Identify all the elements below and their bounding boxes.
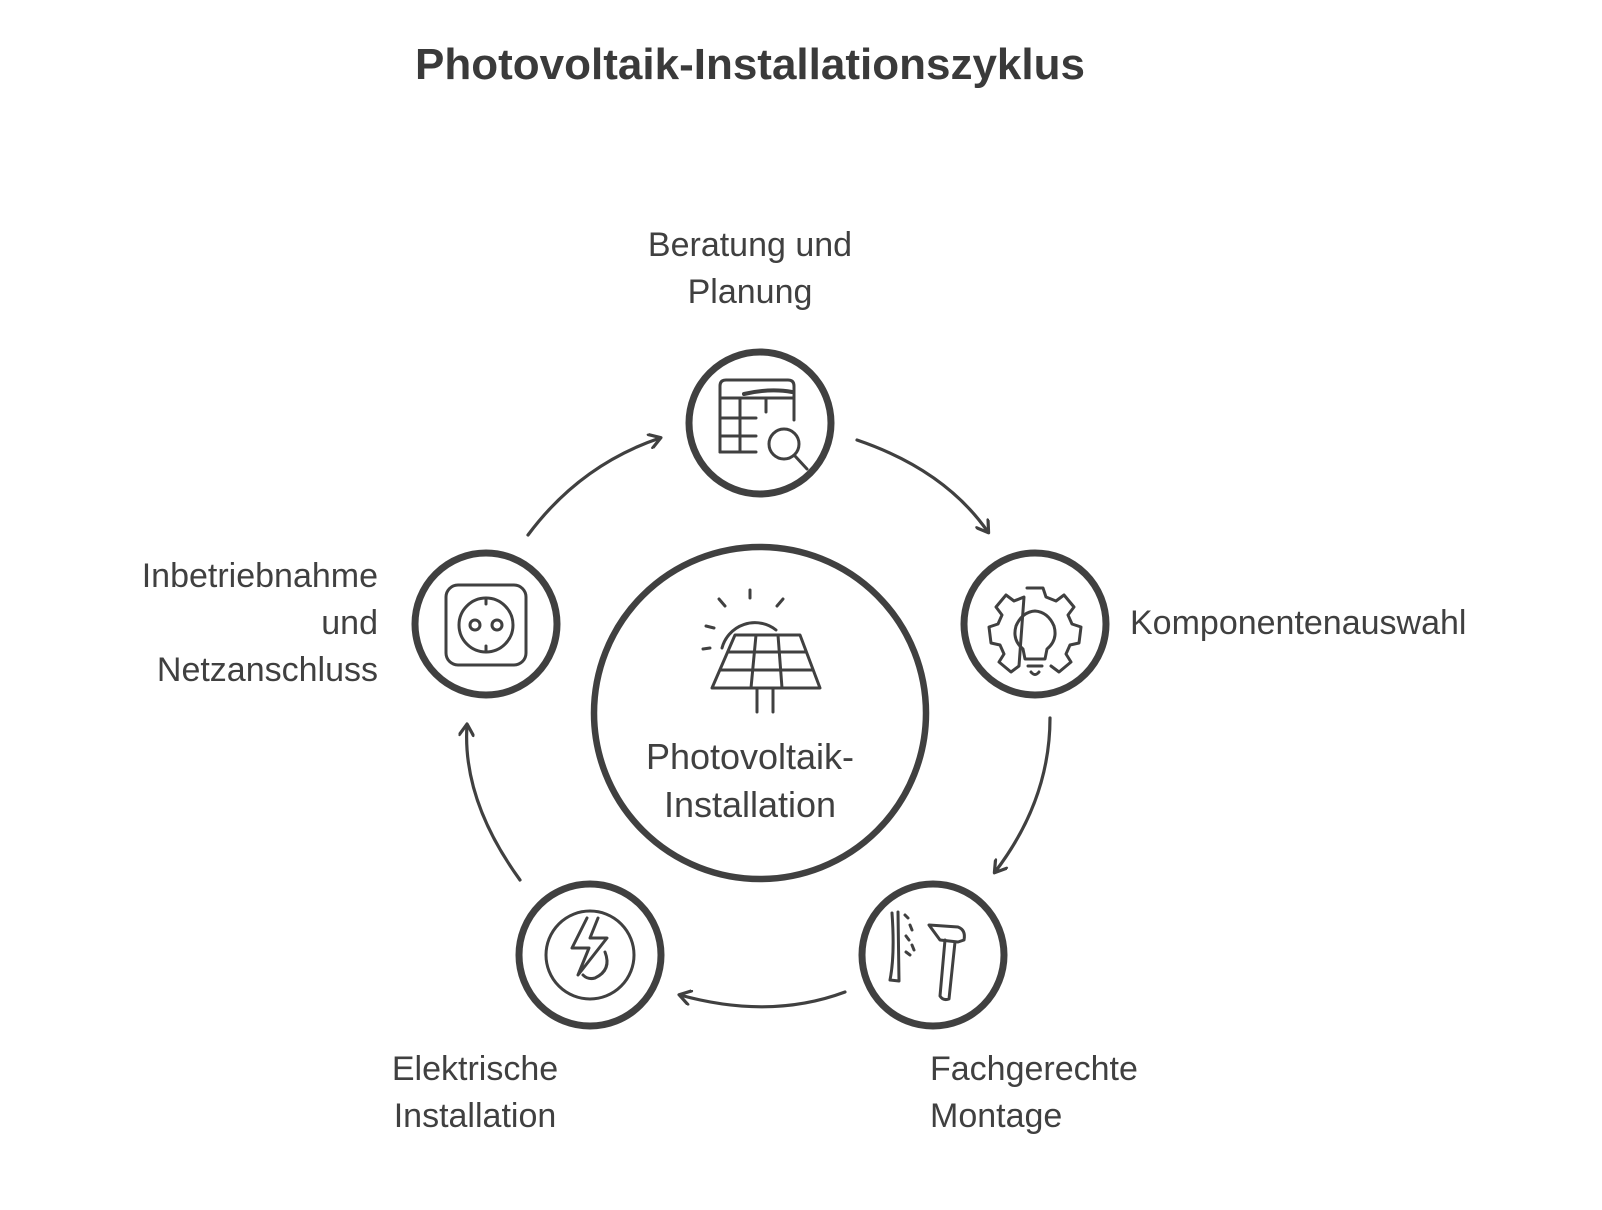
step-node-3 <box>858 880 1008 1030</box>
step-node-4 <box>515 880 665 1030</box>
step-label-3: Fachgerechte Montage <box>930 1046 1138 1140</box>
step-label-line: Planung <box>687 273 813 311</box>
step-label-4: Elektrische Installation <box>350 1046 600 1140</box>
step-node-5 <box>411 549 561 699</box>
lightning-cycle-icon <box>544 909 636 1001</box>
solar-panel-icon <box>701 588 822 714</box>
step-label-line: und <box>321 604 378 642</box>
arrow-2-to-3 <box>995 716 1052 872</box>
step-label-line: Inbetriebnahme <box>141 557 378 595</box>
arrow-1-to-2 <box>855 438 988 532</box>
step-label-line: Elektrische <box>391 1050 559 1088</box>
step-node-1 <box>685 348 835 498</box>
arrow-4-to-5 <box>467 725 522 882</box>
step-label-line: Beratung und <box>647 226 853 264</box>
diagram-title: Photovoltaik-Installationszyklus <box>415 40 1085 89</box>
step-label-line: Installation <box>393 1097 557 1135</box>
step-label-line: Fachgerechte <box>930 1050 1138 1088</box>
step-label-line: Netzanschluss <box>156 651 378 689</box>
hammer-wall-icon <box>888 910 966 1002</box>
step-label-5: Inbetriebnahme und Netzanschluss <box>60 553 378 694</box>
center-label: Photovoltaik- Installation <box>600 733 900 829</box>
center-node <box>590 543 930 883</box>
arrow-5-to-1 <box>526 438 660 537</box>
step-node-2 <box>960 549 1110 699</box>
center-label-line: Installation <box>663 784 837 825</box>
step-label-2: Komponentenauswahl <box>1130 600 1466 647</box>
cycle-arrows <box>467 438 1052 1009</box>
power-socket-icon <box>444 583 528 667</box>
arrow-3-to-4 <box>680 992 847 1009</box>
gear-lightbulb-icon <box>987 586 1083 676</box>
step-label-line: Montage <box>930 1097 1063 1135</box>
center-label-line: Photovoltaik- <box>645 736 855 777</box>
step-label-1: Beratung und Planung <box>580 222 920 316</box>
plan-search-icon <box>718 378 809 471</box>
step-label-line: Komponentenauswahl <box>1130 604 1467 642</box>
